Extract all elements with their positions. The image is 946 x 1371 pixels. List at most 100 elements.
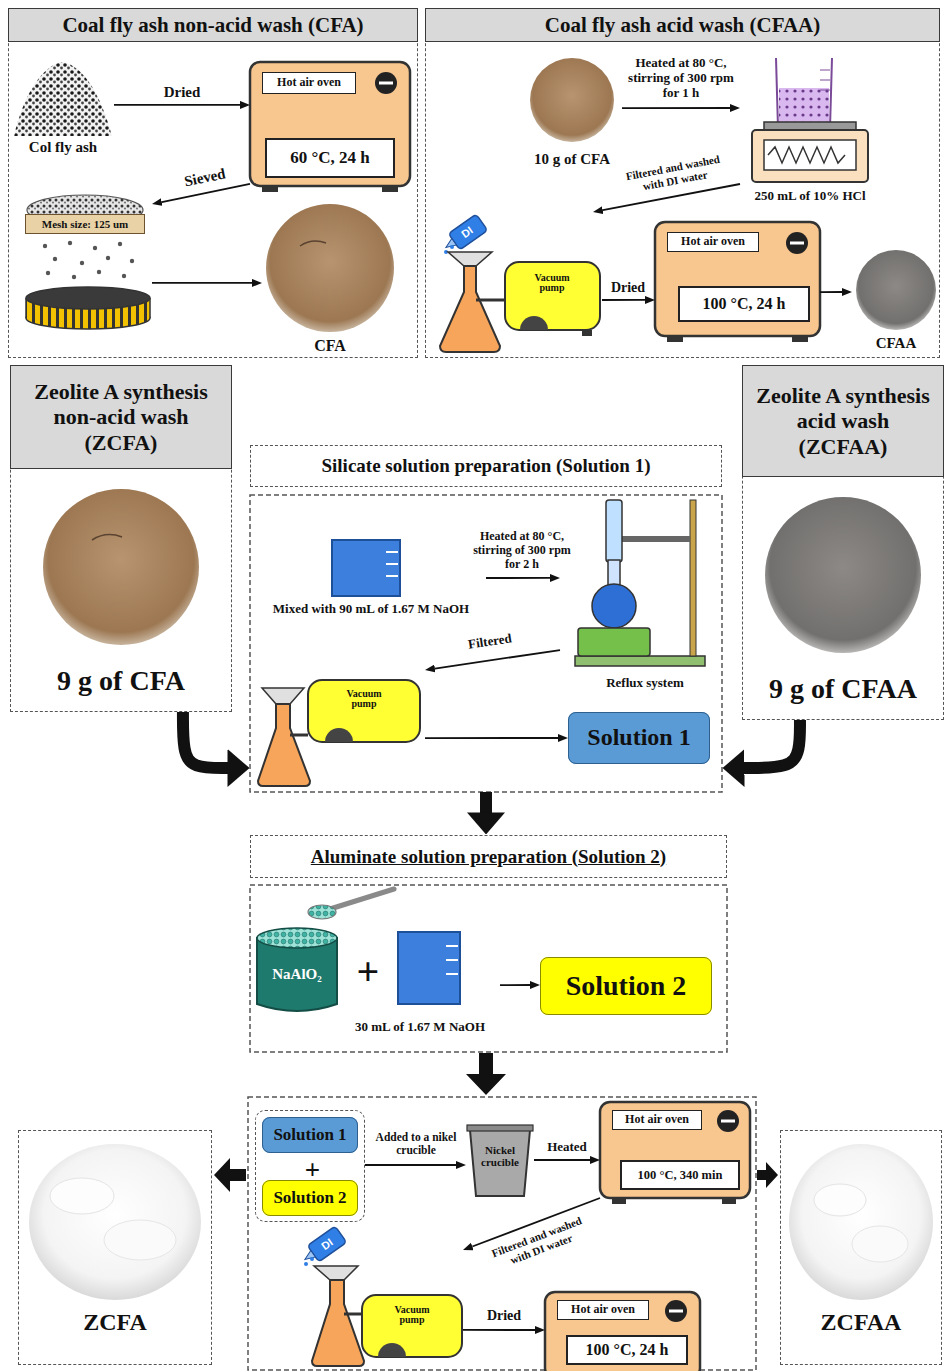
temperature-display: 100 °C, 24 h (566, 1335, 688, 1365)
solution-box: Solution 1 (262, 1117, 358, 1153)
plus-sign: + (295, 1153, 330, 1187)
caption: Reflux system (585, 674, 705, 692)
sieve-drawing (25, 298, 27, 318)
crucible-drawing (467, 1125, 533, 1196)
oven-body (721, 1120, 735, 1123)
beaker-drawing (386, 575, 398, 577)
oven-body (655, 222, 820, 336)
crucible-drawing (467, 1125, 533, 1131)
filtration-drawing (312, 1280, 364, 1366)
oven-label: Hot air oven (612, 1110, 702, 1130)
process-panel: Silicate solution preparation (Solution … (250, 445, 722, 792)
hot-air-oven: Hot air oven100 °C, 24 h (655, 222, 820, 344)
filtration-drawing (310, 1257, 314, 1261)
oven-body (600, 1102, 750, 1204)
caption: CFAA (852, 334, 940, 354)
beaker-drawing (386, 563, 398, 565)
flow-arrow (435, 650, 560, 668)
product-photo (814, 1184, 866, 1216)
coal-ash-pile (14, 62, 112, 136)
panel-frame (250, 885, 727, 1052)
beaker-drawing (332, 540, 400, 596)
flow-arrow (622, 107, 730, 109)
sample-photo (43, 489, 199, 645)
filtration-drawing (582, 330, 592, 336)
temperature-display: 60 °C, 24 h (265, 138, 395, 178)
step-label: Sieved (169, 163, 241, 194)
product-photo (29, 1144, 201, 1300)
hotplate-beaker (768, 147, 845, 163)
hotplate-beaker (764, 140, 856, 170)
sample-photo (43, 489, 199, 645)
oven-body (600, 1102, 750, 1198)
temperature-display: 100 °C, 340 min (620, 1160, 740, 1190)
sieve: Mesh size: 125 um (18, 190, 152, 335)
block-arrow (466, 1053, 506, 1095)
filtration-setup: DIVacuum pump (298, 1228, 463, 1371)
step-label: Heated at 80 °C, stirring of 300 rpm for… (622, 56, 740, 101)
flow-arrow (152, 282, 252, 284)
beaker-drawing (386, 551, 398, 553)
sample-photo: CFAA (852, 248, 940, 354)
solution-box: Solution 2 (540, 957, 712, 1015)
hotplate-beaker (820, 70, 830, 71)
sample-photo (300, 241, 326, 246)
oven-body (717, 1110, 739, 1132)
sample-photo (92, 535, 122, 540)
crucible-label: Nickel crucible (472, 1142, 528, 1172)
oven-body (545, 1292, 700, 1371)
pump-label: Vacuum pump (339, 686, 389, 712)
filtration-drawing (262, 688, 304, 704)
panel-heading: Coal fly ash non-acid wash (CFA) (8, 8, 418, 42)
reagent-jar-drawing (308, 905, 336, 919)
hotplate-beaker (752, 58, 868, 182)
beaker-drawing (398, 932, 460, 1004)
beaker-drawing (446, 945, 458, 947)
product-name: ZCFAA (780, 1308, 942, 1338)
oven-body (375, 72, 397, 94)
caption: 30 mL of 1.67 M NaOH (340, 1018, 500, 1036)
block-arrow (214, 1158, 246, 1192)
oven-label: Hot air oven (557, 1300, 649, 1320)
caption: CFA (262, 336, 398, 356)
beaker-drawing (332, 540, 400, 596)
mixing-group: +Solution 1 Solution 2 (255, 1110, 365, 1222)
sieve-drawing (80, 261, 84, 265)
sample-photo (765, 497, 921, 653)
beaker: Mixed with 90 mL of 1.67 M NaOH (256, 535, 486, 621)
flow-arrow (463, 1329, 535, 1331)
sieve-drawing (43, 244, 47, 248)
coal-ash-pile: Col fly ash (12, 58, 114, 160)
pump-label: Vacuum pump (387, 1302, 437, 1328)
solution-name: Solution 2 (262, 1180, 358, 1216)
oven-body (382, 186, 398, 192)
filtration-drawing (290, 734, 308, 737)
sample-photo (765, 497, 921, 653)
sample-photo (530, 58, 614, 142)
panel-frame (250, 495, 722, 792)
filtration-drawing (314, 1266, 358, 1280)
filtration-drawing (476, 299, 505, 302)
oven-body (792, 336, 808, 342)
reflux-drawing (575, 656, 705, 666)
sieve-drawing (26, 287, 150, 309)
flow-arrow (820, 291, 842, 293)
reagent-jar: NaAlO₂ (254, 888, 384, 1016)
reagent-jar-drawing (257, 889, 394, 1011)
step-label: Heated (539, 1140, 595, 1155)
sieve-drawing (93, 246, 97, 250)
block-arrow (466, 1053, 506, 1095)
filtration-drawing (520, 316, 548, 330)
hotplate-beaker (820, 80, 830, 81)
product-name: ZCFA (18, 1308, 212, 1338)
sample-mass: 9 g of CFAA (742, 672, 944, 706)
filtration-drawing (325, 728, 353, 742)
reagent-jar-drawing (330, 889, 394, 909)
flow-arrow (486, 577, 550, 579)
sieve-drawing (106, 256, 110, 260)
filtration-drawing (258, 704, 310, 786)
oven-body (786, 232, 808, 254)
hot-air-oven: Hot air oven60 °C, 24 h (250, 62, 410, 192)
